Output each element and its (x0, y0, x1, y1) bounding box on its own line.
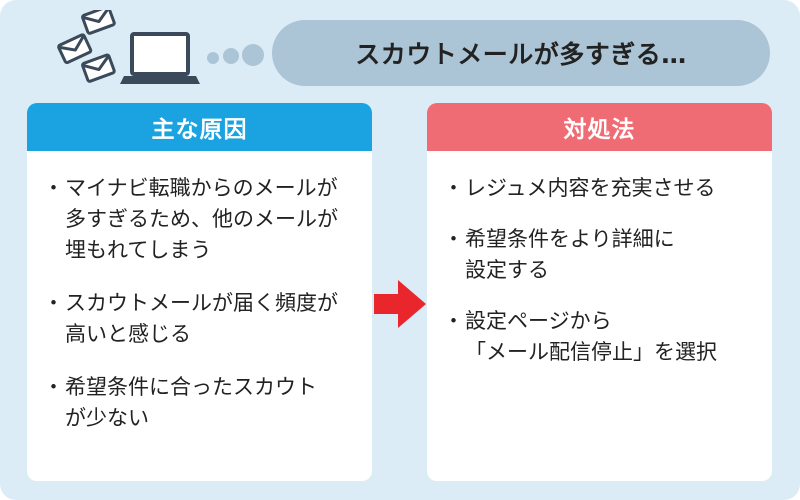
causes-header: 主な原因 (27, 103, 372, 151)
cause-item: 希望条件に合ったスカウト が少ない (43, 372, 354, 434)
solutions-title: 対処法 (563, 117, 636, 143)
causes-list: マイナビ転職からのメールが 多すぎるため、他のメールが 埋もれてしまう スカウト… (27, 151, 372, 434)
solutions-list: レジュメ内容を充実させる 希望条件をより詳細に 設定する 設定ページから 「メー… (427, 151, 772, 368)
envelope-icon (81, 10, 116, 35)
cause-item: マイナビ転職からのメールが 多すぎるため、他のメールが 埋もれてしまう (43, 173, 354, 266)
bubble-text: スカウトメールが多すぎる… (355, 40, 687, 69)
solution-item: 設定ページから 「メール配信停止」を選択 (443, 306, 754, 368)
laptop-icon (120, 32, 200, 84)
envelopes-laptop-icon (57, 10, 200, 84)
solutions-header: 対処法 (427, 103, 772, 151)
solutions-panel: 対処法 レジュメ内容を充実させる 希望条件をより詳細に 設定する 設定ページから… (427, 103, 772, 481)
solution-item: 希望条件をより詳細に 設定する (443, 224, 754, 286)
cause-item: スカウトメールが届く頻度が 高いと感じる (43, 288, 354, 350)
thought-dots-icon (207, 44, 264, 66)
envelope-icon (57, 33, 93, 65)
speech-bubble: スカウトメールが多すぎる… (272, 20, 770, 86)
solution-item: レジュメ内容を充実させる (443, 173, 754, 204)
causes-panel: 主な原因 マイナビ転職からのメールが 多すぎるため、他のメールが 埋もれてしまう… (27, 103, 372, 481)
causes-title: 主な原因 (151, 117, 248, 143)
envelope-icon (81, 53, 116, 83)
right-arrow-icon (374, 280, 426, 328)
